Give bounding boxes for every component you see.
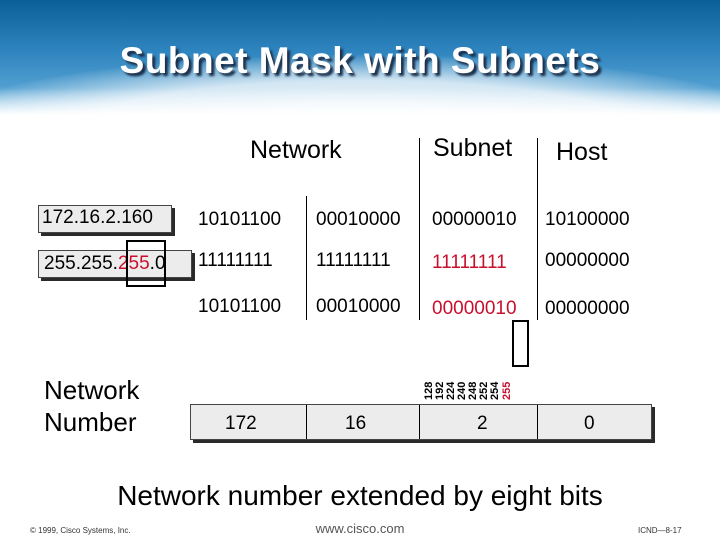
mask-value-2-text: 192 xyxy=(434,381,446,400)
result-octet-2: 00010000 xyxy=(316,296,401,317)
mask-value-1: 128 xyxy=(423,318,435,400)
mask-value-1-text: 128 xyxy=(423,381,435,400)
ip-address-label: 172.16.2.160 xyxy=(42,207,153,228)
ip-octet-3: 00000010 xyxy=(432,209,517,230)
ip-address-box xyxy=(38,205,172,233)
subnet-header: Subnet xyxy=(433,134,513,162)
mask-value-4-text: 240 xyxy=(456,381,468,400)
mask-octet-4: 00000000 xyxy=(545,250,630,271)
footer-url: www.cisco.com xyxy=(315,521,405,536)
mask-label-tail: .0 xyxy=(149,253,166,274)
mask-octet-1: 11111111 xyxy=(198,250,273,271)
ip-octet-4: 10100000 xyxy=(545,209,630,230)
separator-network-subnet xyxy=(419,138,420,320)
network-number-octet-4: 0 xyxy=(584,413,595,434)
network-number-label-line1: Network xyxy=(44,375,140,405)
mask-value-3-text: 224 xyxy=(445,381,457,400)
host-header: Host xyxy=(556,138,608,166)
footer-page-number: ICND—8-17 xyxy=(638,526,682,535)
ip-octet-1: 10101100 xyxy=(198,209,282,230)
network-number-octet-2: 16 xyxy=(345,413,367,434)
network-number-box xyxy=(190,404,652,440)
network-number-label: Network Number xyxy=(44,374,139,438)
mask-value-7-text: 254 xyxy=(489,381,501,400)
mask-value-4: 240 xyxy=(456,318,468,400)
subnet-mask-box xyxy=(38,250,192,278)
mask-octet-highlight xyxy=(126,240,166,287)
mask-value-2: 192 xyxy=(434,318,446,400)
mask-value-5: 248 xyxy=(467,318,479,400)
mask-octet-2: 11111111 xyxy=(316,250,391,271)
result-octet-4: 00000000 xyxy=(545,298,630,319)
mask-label-red: 255 xyxy=(117,253,150,274)
nn-separator-1 xyxy=(306,405,307,439)
mask-value-5-text: 248 xyxy=(467,381,479,400)
slide-header xyxy=(0,0,720,115)
mask-value-8: 255 xyxy=(501,318,513,400)
separator-network-1 xyxy=(306,196,307,320)
mask-value-3: 224 xyxy=(445,318,457,400)
footer-copyright: © 1999, Cisco Systems, Inc. xyxy=(30,526,131,535)
mask-value-6: 252 xyxy=(478,318,490,400)
nn-separator-2 xyxy=(419,405,420,439)
mask-value-7: 254 xyxy=(489,318,501,400)
nn-separator-3 xyxy=(537,405,538,439)
network-number-octet-3: 2 xyxy=(477,413,488,434)
subnet-mask-label: 255.255.255.0 xyxy=(44,253,166,275)
network-number-label-line2: Number xyxy=(44,407,137,437)
result-octet-3: 00000010 xyxy=(432,298,517,319)
network-header: Network xyxy=(250,136,342,164)
header-fade xyxy=(0,88,720,115)
mask-value-6-text: 252 xyxy=(478,381,490,400)
mask-label-plain: 255.255. xyxy=(44,253,118,274)
separator-subnet-host xyxy=(537,138,538,320)
result-octet-1: 10101100 xyxy=(198,296,282,317)
mask-octet-3: 11111111 xyxy=(432,252,507,273)
mask-value-highlight xyxy=(512,320,529,367)
caption: Network number extended by eight bits xyxy=(117,480,603,511)
network-number-octet-1: 172 xyxy=(225,413,257,434)
slide-title: Subnet Mask with Subnets xyxy=(119,40,601,81)
ip-octet-2: 00010000 xyxy=(316,209,401,230)
mask-value-8-text: 255 xyxy=(501,381,513,400)
